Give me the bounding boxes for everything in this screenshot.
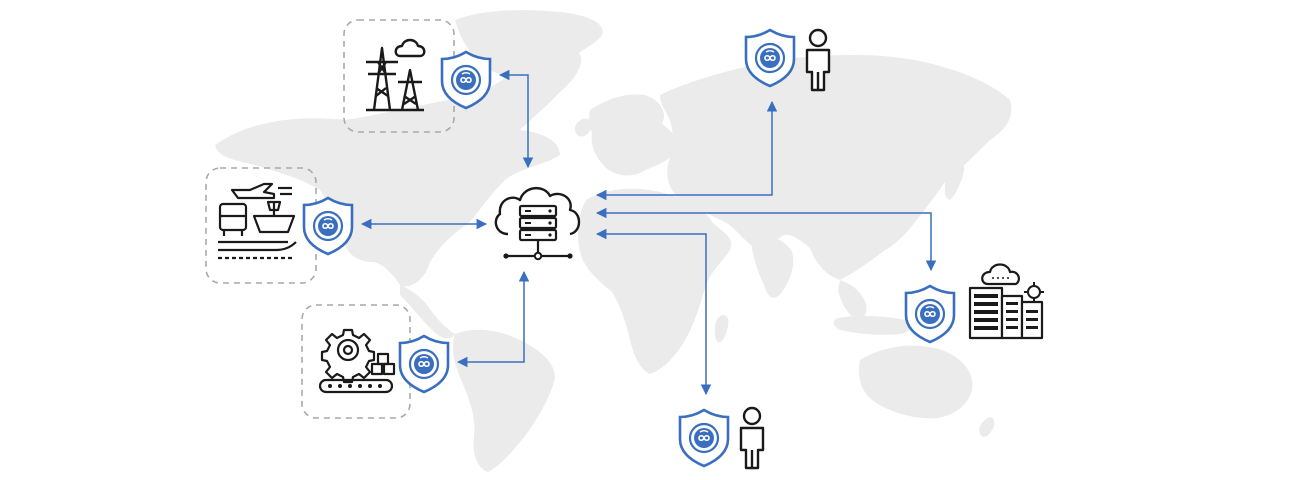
- link-user-south-hub: [595, 228, 712, 396]
- shield-badge-icon: [904, 284, 956, 344]
- manufacturing-frame: [301, 304, 411, 419]
- link-user-north-hub: [595, 100, 778, 201]
- person-icon: [739, 406, 765, 470]
- transportation-icon: [218, 182, 297, 260]
- cloud-server-icon: [494, 187, 581, 261]
- link-manufacturing-hub: [456, 270, 530, 368]
- shield-badge-icon: [302, 196, 354, 256]
- shield-badge-icon: [398, 334, 450, 394]
- shield-badge-icon: [678, 408, 730, 468]
- connections: [360, 69, 937, 396]
- link-power-grid-hub: [498, 69, 534, 169]
- power-transmission-icon: [366, 38, 426, 112]
- data-center-icon: [968, 263, 1044, 340]
- link-datacenter-hub: [595, 207, 937, 272]
- manufacturing-icon: [318, 328, 396, 394]
